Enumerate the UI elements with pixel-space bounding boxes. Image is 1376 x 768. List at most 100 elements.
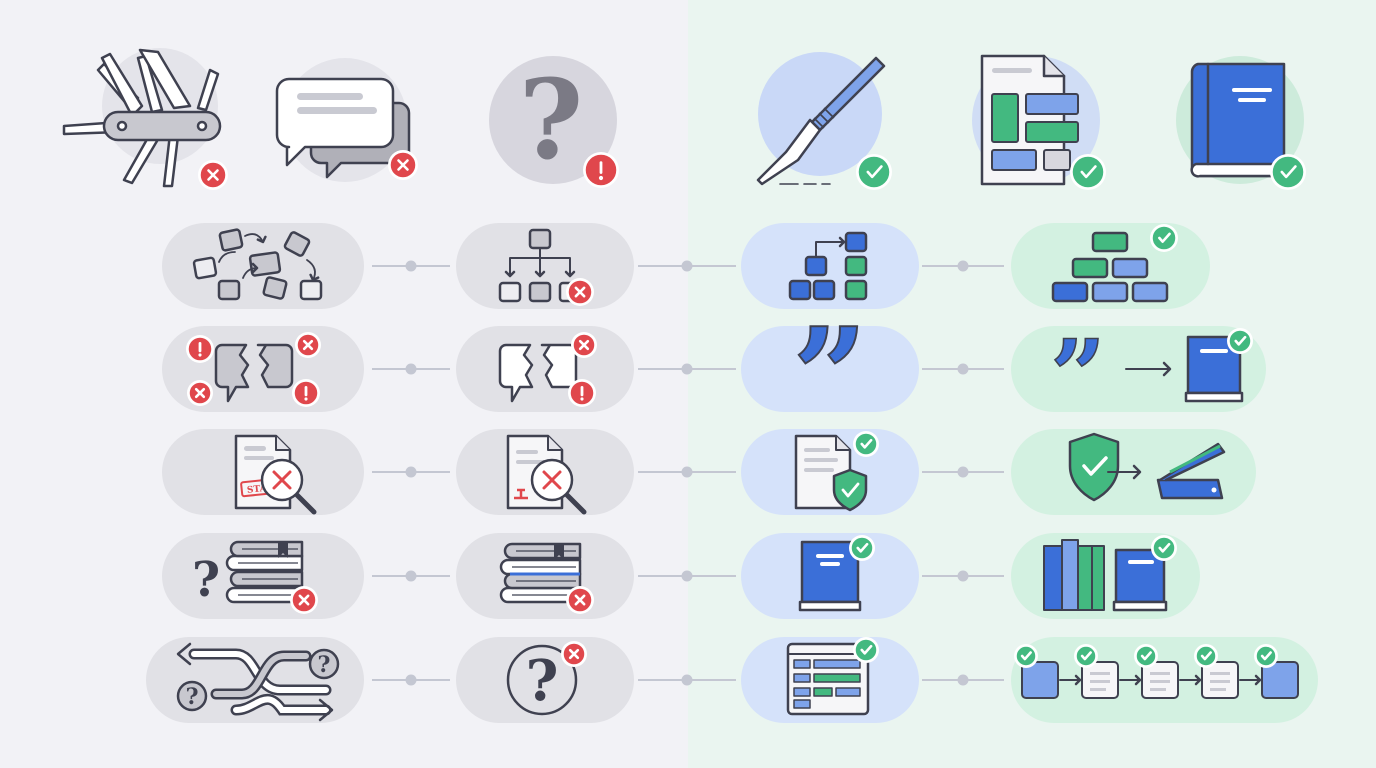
book-icon	[1176, 56, 1306, 190]
tangled-arrows-icon: ??	[176, 642, 340, 722]
speech-half	[498, 343, 534, 403]
connector-node	[681, 466, 693, 478]
book-spine	[1091, 545, 1105, 611]
question-mark-icon: ?	[489, 55, 619, 188]
block	[804, 255, 828, 277]
error-badge-icon	[571, 332, 597, 358]
book-pages	[1184, 391, 1244, 403]
error-badge-icon	[187, 380, 213, 406]
connector-node	[957, 260, 969, 272]
doc-block	[991, 149, 1037, 171]
glyph-text: ?	[186, 684, 199, 710]
book-cover	[1190, 62, 1286, 178]
scanner-icon	[1156, 478, 1224, 500]
quotation-marks-icon: ”	[792, 298, 869, 453]
front-bubble	[275, 77, 395, 167]
error-badge-icon	[198, 160, 228, 190]
circled-question-icon: ?	[506, 641, 587, 716]
arrow-head	[309, 273, 320, 282]
error-badge-icon	[295, 332, 321, 358]
arrow-head	[256, 235, 267, 244]
block	[844, 255, 868, 277]
block	[844, 279, 868, 301]
stage-pill-partial	[456, 326, 634, 412]
connector-node	[957, 466, 969, 478]
stage-pill-improved	[741, 326, 919, 412]
book-pages	[1112, 600, 1168, 612]
check-badge-icon	[1134, 644, 1158, 668]
block	[844, 231, 868, 253]
scalpel-icon	[756, 52, 892, 190]
shielded-doc-icon	[794, 431, 879, 512]
check-badge-icon	[1070, 154, 1106, 190]
step-flow-icon	[1014, 644, 1299, 699]
block	[1071, 257, 1109, 279]
book-spine	[1043, 545, 1063, 611]
check-badge-icon	[1151, 535, 1177, 561]
block	[1111, 257, 1149, 279]
block	[528, 281, 552, 303]
structured-document-icon	[972, 54, 1106, 190]
check-badge-icon	[853, 431, 879, 457]
tangled-path	[213, 653, 309, 697]
connector-node	[957, 674, 969, 686]
block	[283, 231, 311, 257]
question-circle-icon	[308, 648, 340, 680]
question-books-icon: ?	[192, 540, 318, 614]
glyph-text: ?	[192, 552, 220, 608]
warning-badge-icon	[186, 335, 214, 363]
error-badge-icon	[388, 150, 418, 180]
check-badge-icon	[1074, 644, 1098, 668]
layout-window-icon	[786, 637, 879, 716]
doc-magnifier-icon	[506, 434, 587, 515]
check-badge-icon	[1270, 154, 1306, 190]
bookshelf-icon	[1043, 535, 1177, 612]
bookmark-icon	[278, 542, 288, 558]
arrow-head	[1162, 361, 1172, 377]
glyph-text: ?	[318, 652, 331, 678]
check-badge-icon	[1014, 644, 1038, 668]
block	[192, 256, 218, 280]
glyph-text: ?	[526, 648, 559, 714]
tangled-path	[233, 696, 329, 713]
glyph-text: ”	[1050, 319, 1105, 432]
shield-to-scanner-icon	[1068, 432, 1226, 502]
scalpel-blade	[756, 118, 822, 186]
stamp-icon	[514, 488, 528, 500]
tangled-path	[191, 651, 329, 693]
book-spine	[1061, 539, 1079, 611]
doc-block	[991, 93, 1019, 143]
awl-tool	[196, 68, 220, 112]
arrow-head	[534, 270, 546, 278]
check-badge-icon	[856, 154, 892, 190]
block	[788, 279, 812, 301]
scattered-blocks-icon	[192, 228, 323, 301]
stacked-pyramid-icon	[1051, 224, 1178, 303]
arrow-head	[564, 270, 576, 278]
book-spine	[1077, 545, 1093, 611]
swiss-army-knife-icon	[62, 48, 228, 190]
arrow-head	[1254, 674, 1262, 686]
check-badge-icon	[849, 535, 875, 561]
block	[812, 279, 836, 301]
arrow-head	[1132, 464, 1142, 480]
doc-block	[1025, 121, 1079, 143]
error-badge-icon	[566, 278, 594, 306]
connector-node	[405, 466, 417, 478]
block	[218, 228, 244, 252]
chat-bubbles-icon	[275, 58, 418, 182]
speech-half	[214, 343, 250, 403]
stage-pill-improved	[741, 223, 919, 309]
block	[498, 281, 522, 303]
error-badge-icon	[290, 586, 318, 614]
error-badge-icon	[566, 586, 594, 614]
check-badge-icon	[1150, 224, 1178, 252]
block	[217, 279, 241, 301]
block	[1091, 231, 1129, 253]
stamped-doc-magnifier-icon: STA	[234, 434, 317, 515]
arrow-head	[1134, 674, 1142, 686]
warning-badge-icon	[568, 379, 596, 407]
building-blocks-icon	[788, 231, 868, 301]
warning-badge-icon	[583, 152, 619, 188]
